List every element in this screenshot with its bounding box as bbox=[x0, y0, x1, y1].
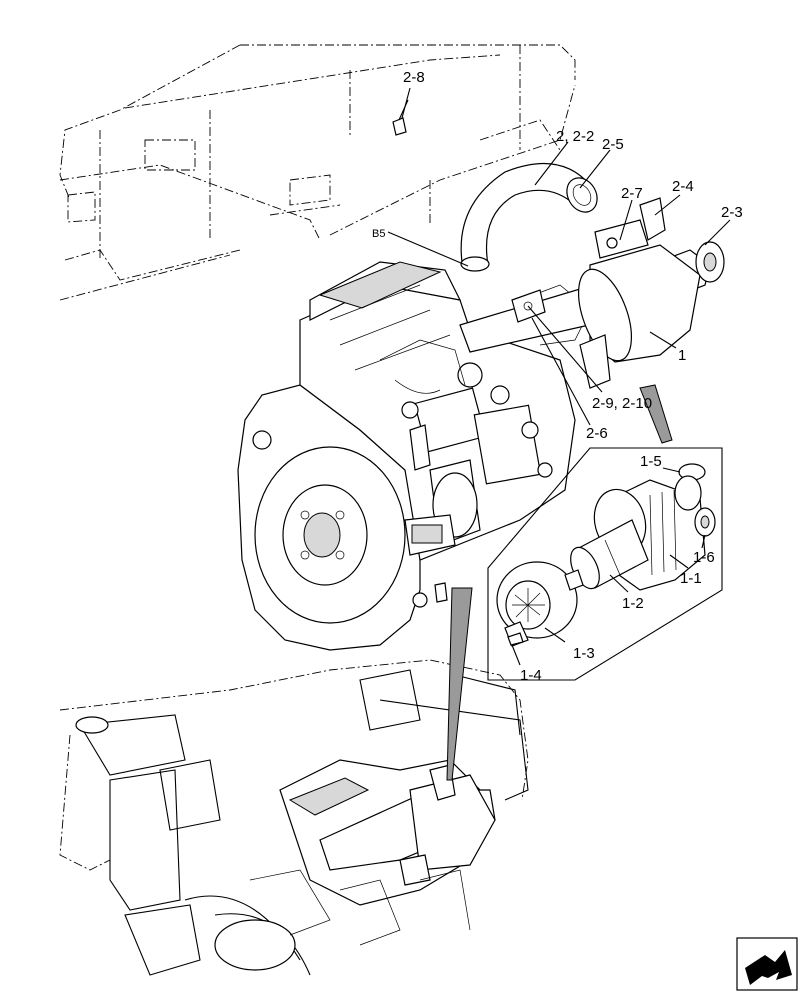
engine-assembly bbox=[237, 261, 591, 651]
callout-1-5: 1-5 bbox=[640, 453, 662, 470]
callout-2-5: 2-5 bbox=[602, 136, 624, 153]
callout-2-8: 2-8 bbox=[403, 69, 425, 86]
exhaust-pipe-2 bbox=[460, 162, 598, 272]
muffler-assembly-1 bbox=[459, 197, 725, 389]
next-page-arrow-icon bbox=[745, 950, 792, 985]
lower-chassis-overview bbox=[59, 587, 529, 976]
callout-1-6: 1-6 bbox=[693, 549, 715, 566]
next-page-button[interactable] bbox=[736, 937, 798, 991]
callout-1-3: 1-3 bbox=[573, 645, 595, 662]
callout-2-9-2-10: 2-9, 2-10 bbox=[592, 395, 652, 412]
callout-1-1: 1-1 bbox=[680, 570, 702, 587]
upper-chassis-frame bbox=[59, 44, 576, 301]
callout-2-3: 2-3 bbox=[721, 204, 743, 221]
callout-1-4: 1-4 bbox=[520, 667, 542, 684]
callout-2-2-2: 2, 2-2 bbox=[556, 128, 594, 145]
callout-labels: 2-8 2, 2-2 2-5 2-7 2-4 2-3 B5 1 2-9, 2-1… bbox=[372, 69, 743, 684]
callout-1: 1 bbox=[678, 347, 686, 364]
callout-2-6: 2-6 bbox=[586, 425, 608, 442]
callout-2-7: 2-7 bbox=[621, 185, 643, 202]
leader-lines bbox=[387, 87, 731, 666]
callout-2-4: 2-4 bbox=[672, 178, 694, 195]
bolt-2-8 bbox=[392, 99, 409, 136]
callout-b5: B5 bbox=[372, 228, 385, 240]
callout-1-2: 1-2 bbox=[622, 595, 644, 612]
muffler-detail-box bbox=[487, 384, 723, 681]
